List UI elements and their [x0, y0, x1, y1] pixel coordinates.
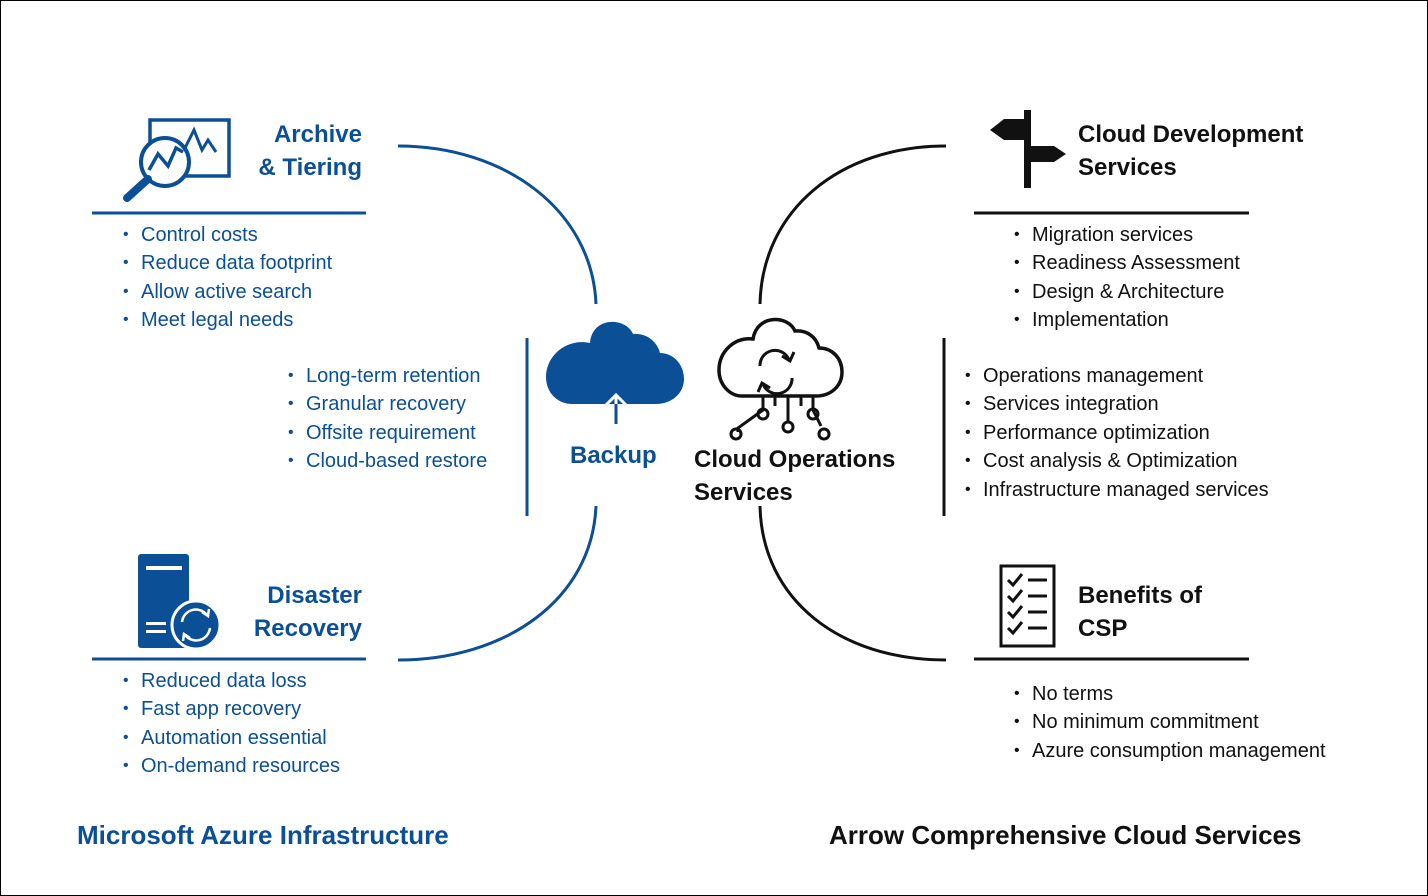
operations-list: Operations management Services integrati… — [965, 362, 1269, 504]
list-item: No minimum commitment — [1014, 708, 1326, 737]
archive-title-line1: Archive — [273, 121, 362, 148]
development-list: Migration services Readiness Assessment … — [1014, 221, 1240, 335]
development-title: Cloud Development Services — [1078, 118, 1303, 184]
development-title-line2: Services — [1078, 154, 1177, 181]
operations-title: Cloud Operations Services — [694, 443, 895, 509]
list-item: Cost analysis & Optimization — [965, 447, 1269, 476]
arrow-footer: Arrow Comprehensive Cloud Services — [829, 820, 1302, 850]
list-item: Readiness Assessment — [1014, 249, 1240, 278]
list-item: Meet legal needs — [123, 306, 332, 335]
list-item: Azure consumption management — [1014, 737, 1326, 766]
list-item: Design & Architecture — [1014, 278, 1240, 307]
backup-list: Long-term retention Granular recovery Of… — [288, 362, 487, 476]
archive-list: Control costs Reduce data footprint Allo… — [123, 221, 332, 335]
development-title-line1: Cloud Development — [1078, 121, 1304, 148]
list-item: On-demand resources — [123, 752, 340, 781]
list-item: Performance optimization — [965, 419, 1269, 448]
list-item: Migration services — [1014, 221, 1240, 250]
list-item: Control costs — [123, 221, 332, 250]
archive-title-line2: & Tiering — [258, 154, 362, 181]
disaster-title-line2: Recovery — [253, 615, 362, 642]
operations-title-line1: Cloud Operations — [694, 446, 896, 473]
benefits-title: Benefits of CSP — [1078, 579, 1202, 645]
benefits-title-line2: CSP — [1078, 615, 1128, 642]
development-connector-arc — [758, 144, 947, 305]
list-item: Long-term retention — [288, 362, 487, 391]
benefits-title-line1: Benefits of — [1078, 582, 1203, 609]
checklist-icon — [999, 564, 1056, 648]
list-item: Automation essential — [123, 724, 340, 753]
azure-footer: Microsoft Azure Infrastructure — [77, 820, 449, 850]
list-item: Reduce data footprint — [123, 249, 332, 278]
disaster-connector-arc — [397, 505, 598, 662]
list-item: Fast app recovery — [123, 695, 340, 724]
list-item: Infrastructure managed services — [965, 476, 1269, 505]
list-item: Offsite requirement — [288, 419, 487, 448]
cloud-sync-circuit-icon — [717, 317, 844, 441]
list-item: Operations management — [965, 362, 1269, 391]
cloud-upload-icon — [546, 321, 684, 424]
analytics-magnifier-icon — [123, 118, 231, 202]
archive-connector-arc — [397, 144, 598, 305]
disaster-title-line1: Disaster — [267, 582, 362, 609]
backup-title: Backup — [570, 442, 657, 469]
list-item: Cloud-based restore — [288, 447, 487, 476]
list-item: No terms — [1014, 680, 1326, 709]
disaster-list: Reduced data loss Fast app recovery Auto… — [123, 667, 340, 781]
list-item: Granular recovery — [288, 390, 487, 419]
list-item: Reduced data loss — [123, 667, 340, 696]
list-item: Implementation — [1014, 306, 1240, 335]
list-item: Services integration — [965, 390, 1269, 419]
archive-title: Archive & Tiering — [258, 118, 362, 184]
benefits-list: No terms No minimum commitment Azure con… — [1014, 680, 1326, 766]
operations-title-line2: Services — [694, 479, 793, 506]
disaster-title: Disaster Recovery — [254, 579, 362, 645]
server-sync-icon — [138, 554, 222, 651]
list-item: Allow active search — [123, 278, 332, 307]
benefits-connector-arc — [758, 505, 947, 662]
signpost-icon — [990, 110, 1066, 188]
